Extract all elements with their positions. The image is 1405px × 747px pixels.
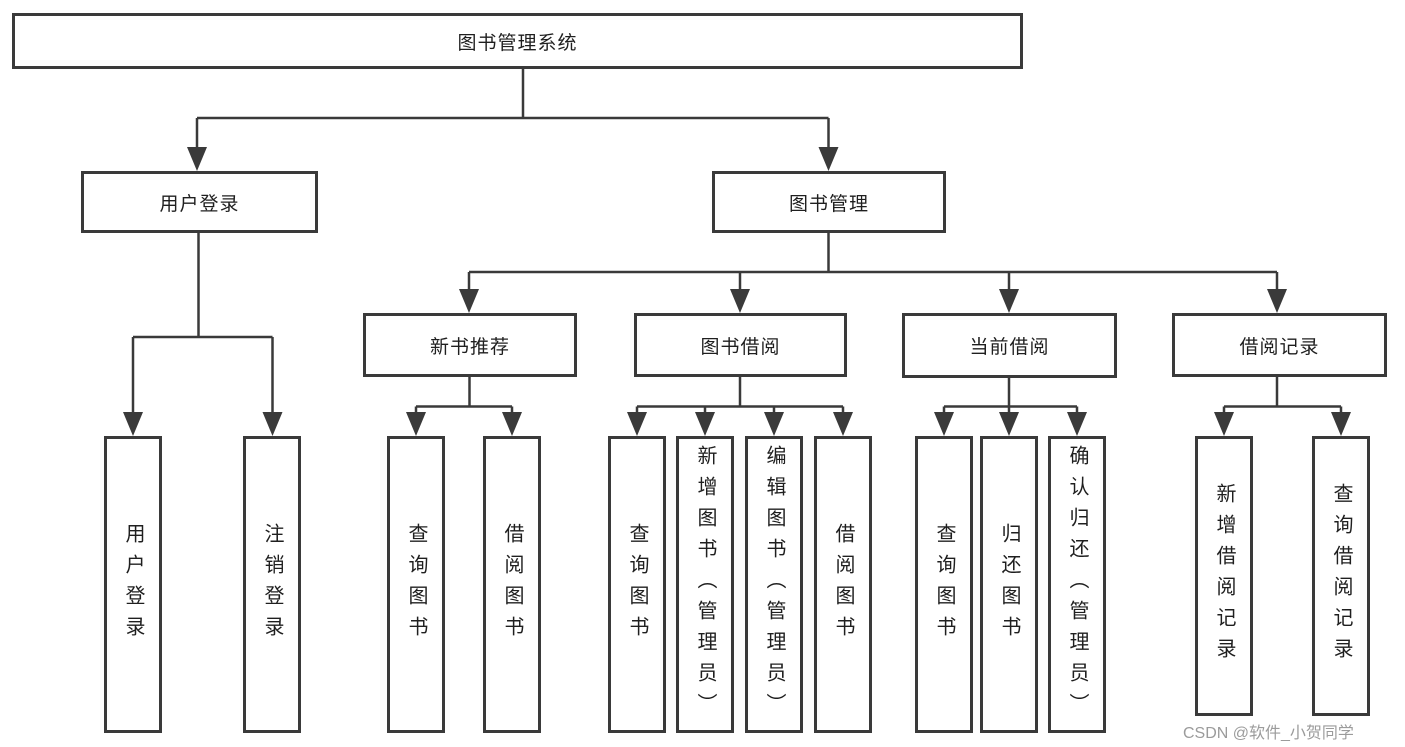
node-current-borrow: 当前借阅 [902, 313, 1117, 378]
leaf-return-book-label: 归还图书 [998, 522, 1020, 647]
leaf-borrow-book-label: 借阅图书 [832, 522, 854, 647]
node-root-label: 图书管理系统 [457, 32, 578, 54]
node-new-book-recommend: 新书推荐 [363, 313, 577, 377]
node-new-book-recommend-label: 新书推荐 [429, 336, 510, 358]
node-book-management: 图书管理 [712, 171, 946, 233]
leaf-confirm-return-admin-label: 确认归还（管理员） [1066, 445, 1088, 724]
node-borrow-record: 借阅记录 [1172, 313, 1387, 377]
leaf-logout-label: 注销登录 [261, 522, 283, 647]
leaf-current-query-book-label: 查询图书 [933, 522, 955, 647]
node-borrow-record-label: 借阅记录 [1239, 336, 1320, 358]
leaf-return-book: 归还图书 [980, 436, 1038, 733]
leaf-user-login-label: 用户登录 [122, 522, 144, 647]
leaf-borrow-query-book: 查询图书 [608, 436, 666, 733]
node-user-login: 用户登录 [81, 171, 318, 233]
leaf-confirm-return-admin: 确认归还（管理员） [1048, 436, 1106, 733]
node-book-management-label: 图书管理 [788, 193, 869, 215]
leaf-edit-book-admin: 编辑图书（管理员） [745, 436, 803, 733]
leaf-query-borrow-record-label: 查询借阅记录 [1330, 483, 1352, 669]
node-user-login-label: 用户登录 [159, 193, 240, 215]
leaf-add-book-admin: 新增图书（管理员） [676, 436, 734, 733]
leaf-borrow-query-book-label: 查询图书 [626, 522, 648, 647]
leaf-query-borrow-record: 查询借阅记录 [1312, 436, 1370, 716]
node-root: 图书管理系统 [12, 13, 1023, 69]
leaf-recommend-query-book-label: 查询图书 [405, 522, 427, 647]
leaf-current-query-book: 查询图书 [915, 436, 973, 733]
node-current-borrow-label: 当前借阅 [969, 337, 1050, 358]
leaf-add-book-admin-label: 新增图书（管理员） [694, 445, 716, 724]
node-book-borrow: 图书借阅 [634, 313, 847, 377]
csdn-watermark: CSDN @软件_小贺同学 [1183, 725, 1354, 742]
leaf-borrow-book: 借阅图书 [814, 436, 872, 733]
leaf-edit-book-admin-label: 编辑图书（管理员） [763, 445, 785, 724]
leaf-user-login: 用户登录 [104, 436, 162, 733]
leaf-add-borrow-record: 新增借阅记录 [1195, 436, 1253, 716]
leaf-logout: 注销登录 [243, 436, 301, 733]
leaf-add-borrow-record-label: 新增借阅记录 [1213, 483, 1235, 669]
leaf-recommend-borrow-book-label: 借阅图书 [501, 522, 523, 647]
node-book-borrow-label: 图书借阅 [700, 336, 781, 358]
leaf-recommend-borrow-book: 借阅图书 [483, 436, 541, 733]
leaf-recommend-query-book: 查询图书 [387, 436, 445, 733]
